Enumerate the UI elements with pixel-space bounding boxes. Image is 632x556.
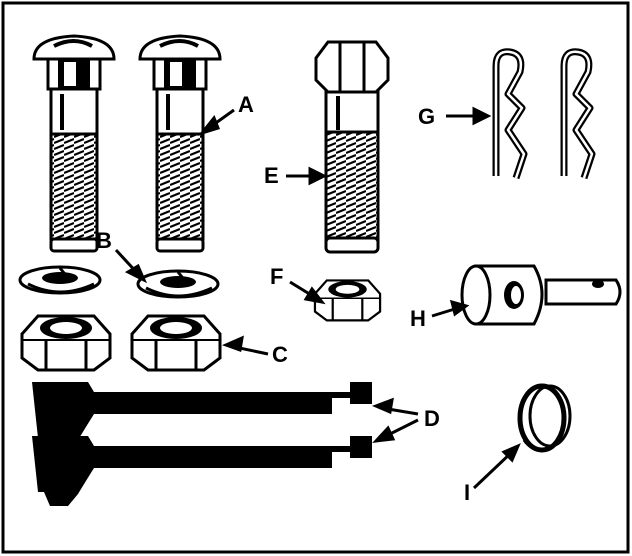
label-a: A: [238, 92, 254, 117]
hex-nut-left: [20, 314, 112, 372]
retaining-ring: [517, 383, 572, 453]
label-g: G: [418, 104, 435, 129]
label-i: I: [464, 480, 470, 505]
hex-nut-right: [130, 314, 222, 372]
label-b: B: [96, 228, 112, 253]
hair-pin-clip-right: [564, 52, 592, 178]
pin-lower: [32, 436, 372, 506]
lock-washer-left: [18, 265, 102, 295]
pivot-pin: [460, 264, 622, 326]
small-hex-nut: [313, 279, 382, 322]
carriage-bolt-right: [138, 34, 222, 253]
lock-washer-right: [136, 269, 220, 299]
hair-pin-clip-left: [496, 52, 524, 178]
hex-bolt: [314, 40, 390, 254]
label-f: F: [270, 264, 283, 289]
callout-arrows: [114, 106, 521, 490]
label-c: C: [272, 342, 288, 367]
carriage-bolt-left: [32, 34, 116, 253]
label-d: D: [424, 406, 440, 431]
label-h: H: [410, 306, 426, 331]
label-e: E: [264, 163, 279, 188]
